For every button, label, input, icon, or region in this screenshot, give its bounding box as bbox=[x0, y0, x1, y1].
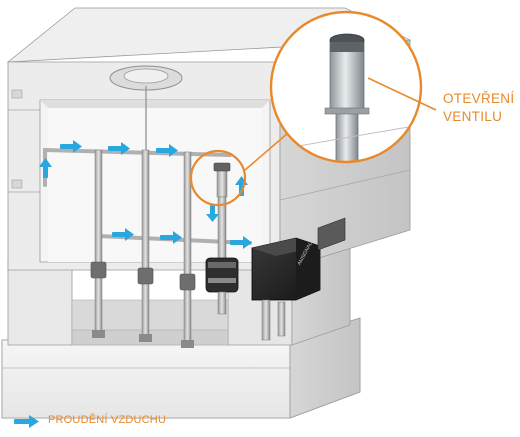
legend-label: PROUDĚNÍ VZDUCHU bbox=[48, 414, 167, 426]
callout-label-valve-open: OTEVŘENÍ VENTILU bbox=[443, 90, 519, 126]
flow-arrow-down bbox=[206, 205, 219, 222]
legend: PROUDĚNÍ VZDUCHU bbox=[10, 412, 166, 428]
callout-connector-line bbox=[244, 132, 289, 171]
valve-highlight-circle bbox=[189, 149, 247, 207]
flow-arrow-right bbox=[108, 142, 130, 155]
flow-arrow-right bbox=[112, 228, 134, 241]
ejector-pins bbox=[90, 149, 196, 348]
air-flow-arrows bbox=[39, 140, 252, 249]
zoom-detail-circle bbox=[269, 10, 423, 164]
flow-arrow-right bbox=[230, 236, 252, 249]
flow-arrow-right bbox=[60, 140, 82, 153]
callout-label-line-1: OTEVŘENÍ bbox=[443, 91, 515, 106]
callout-leader-line bbox=[367, 77, 437, 111]
flow-arrow-up bbox=[39, 158, 52, 178]
valve-assembly bbox=[205, 162, 239, 315]
connector-block: ANSIGNAL bbox=[251, 217, 346, 341]
callout-label-line-2: VENTILU bbox=[443, 109, 503, 124]
legend-arrow-icon bbox=[14, 415, 39, 428]
flow-arrow-right bbox=[156, 144, 178, 157]
flow-arrow-right bbox=[160, 231, 182, 244]
